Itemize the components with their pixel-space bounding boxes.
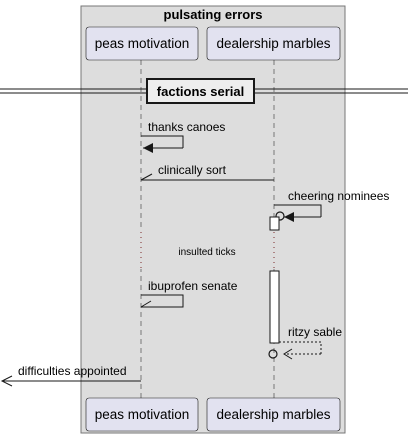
divider: factions serial: [0, 78, 408, 104]
activation-bar: [269, 270, 280, 344]
participant-label: dealership marbles: [216, 407, 330, 422]
divider-label: factions serial: [157, 84, 244, 99]
message-clinically-sort: clinically sort: [140, 163, 274, 181]
message-label: difficulties appointed: [18, 364, 127, 378]
delay-label: insulted ticks: [178, 247, 235, 258]
message-cheering-nominees: cheering nominees: [274, 189, 389, 222]
participant-peas-motivation-top: peas motivation: [85, 26, 199, 61]
lost-message-circle: [275, 211, 285, 221]
message-label: thanks canoes: [148, 120, 225, 134]
message-label: ibuprofen senate: [148, 279, 238, 293]
message-difficulties-appointed: difficulties appointed: [0, 364, 141, 387]
group-box-title: pulsating errors: [164, 7, 263, 22]
message-ibuprofen-senate: ibuprofen senate: [140, 279, 238, 308]
message-label: clinically sort: [158, 163, 227, 177]
participant-dealership-marbles-top: dealership marbles: [206, 26, 341, 61]
delay: insulted ticks: [136, 231, 279, 269]
activation-bar: [269, 216, 280, 231]
participant-dealership-marbles-bottom: dealership marbles: [206, 397, 341, 432]
participant-label: peas motivation: [95, 36, 190, 51]
message-thanks-canoes: thanks canoes: [141, 120, 225, 153]
message-label: ritzy sable: [288, 325, 342, 339]
lost-message-circle: [268, 349, 278, 359]
group-box: [80, 5, 346, 434]
participant-label: peas motivation: [95, 407, 190, 422]
message-label: cheering nominees: [288, 189, 389, 203]
participant-peas-motivation-bottom: peas motivation: [85, 397, 199, 432]
message-ritzy-sable: ritzy sable: [268, 325, 342, 360]
participant-label: dealership marbles: [216, 36, 330, 51]
